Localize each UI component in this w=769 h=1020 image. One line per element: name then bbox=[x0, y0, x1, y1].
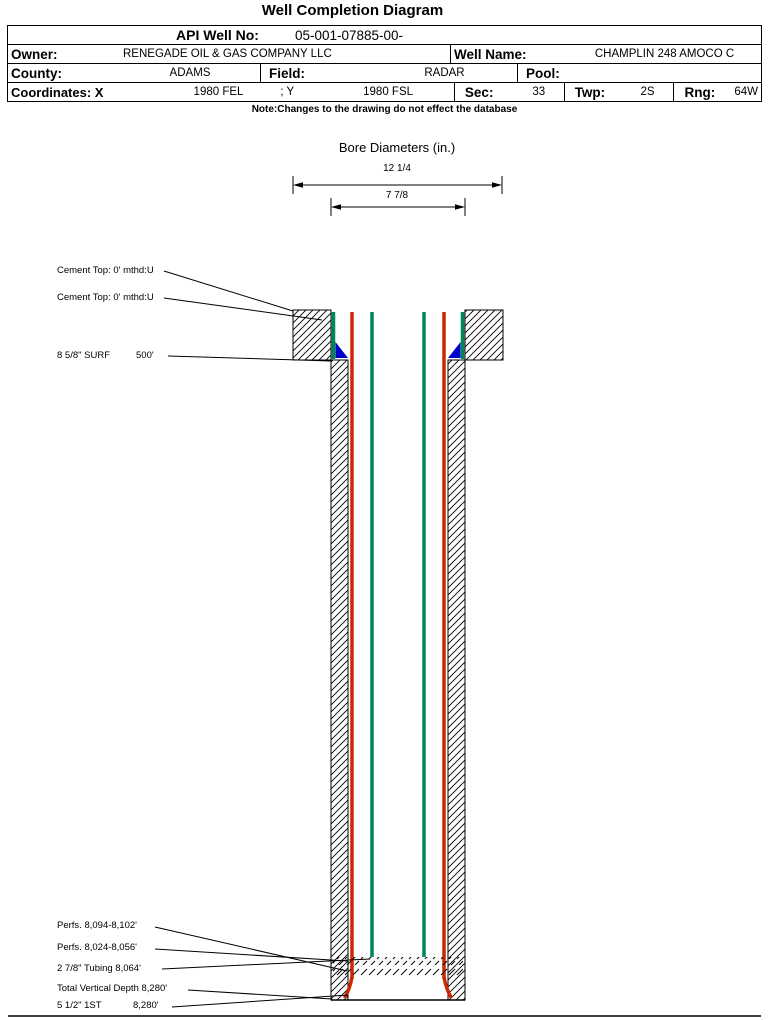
dimension-inner-bore bbox=[330, 198, 466, 216]
database-note: Note:Changes to the drawing do not effec… bbox=[251, 104, 518, 115]
coord-x-value-cell: 1980 FEL bbox=[160, 83, 278, 101]
bore-diameters-title: Bore Diameters (in.) bbox=[338, 140, 456, 155]
field-label-cell: Field: bbox=[260, 64, 372, 82]
label-perfs-2: Perfs. 8,024-8,056' bbox=[57, 942, 137, 953]
county-label-cell: County: bbox=[8, 64, 120, 82]
coordinates-label: Coordinates: X bbox=[11, 84, 104, 100]
coordinates-label-cell: Coordinates: X bbox=[8, 83, 160, 101]
label-tvd: Total Vertical Depth 8,280' bbox=[57, 983, 168, 994]
dim-label-inner: 7 7/8 bbox=[385, 190, 409, 201]
pool-value-cell bbox=[612, 64, 761, 82]
twp-label-cell: Twp: bbox=[563, 83, 622, 101]
coord-x-value: 1980 FEL bbox=[193, 86, 244, 98]
rng-value-cell: 64W bbox=[731, 83, 761, 101]
coord-y-value: 1980 FSL bbox=[363, 86, 414, 98]
sec-label-cell: Sec: bbox=[453, 83, 514, 101]
perf-band-upper bbox=[333, 957, 463, 965]
casing-shoe-left bbox=[342, 976, 354, 999]
label-perfs-1: Perfs. 8,094-8,102' bbox=[57, 920, 137, 931]
label-casing-1st-depth: 8,280' bbox=[133, 1000, 159, 1011]
coord-y-label: ; Y bbox=[280, 86, 295, 98]
label-tubing: 2 7/8" Tubing 8,064' bbox=[57, 963, 141, 974]
county-value-cell: ADAMS bbox=[120, 64, 260, 82]
coordinates-row: Coordinates: X 1980 FEL ; Y 1980 FSL Sec… bbox=[8, 82, 761, 101]
production-bore-wall-right bbox=[447, 359, 466, 1001]
dim-label-outer: 12 1/4 bbox=[383, 163, 411, 174]
pool-label: Pool: bbox=[526, 65, 560, 81]
borehole-walls bbox=[292, 309, 504, 1001]
pool-label-cell: Pool: bbox=[517, 64, 612, 82]
well-name-value: CHAMPLIN 248 AMOCO C bbox=[594, 48, 735, 60]
cement-wedge-left bbox=[335, 342, 348, 358]
perf-band-lower bbox=[333, 968, 463, 976]
well-info-table: API Well No: 05-001-07885-00- Owner: REN… bbox=[7, 25, 762, 102]
label-casing-1st: 5 1/2" 1ST bbox=[57, 1000, 102, 1011]
arrow-right-icon bbox=[492, 182, 502, 188]
leader-lines bbox=[154, 270, 371, 1008]
production-casing bbox=[342, 312, 454, 999]
casing-shoe-right bbox=[442, 976, 454, 999]
leader-perfs-2 bbox=[154, 948, 348, 962]
arrow-right-icon bbox=[455, 204, 465, 210]
owner-value-cell: RENEGADE OIL & GAS COMPANY LLC bbox=[120, 45, 450, 63]
rng-value: 64W bbox=[734, 86, 758, 98]
owner-label-cell: Owner: bbox=[8, 45, 120, 63]
sec-value: 33 bbox=[532, 86, 546, 98]
coord-y-label-cell: ; Y bbox=[277, 83, 322, 101]
sec-value-cell: 33 bbox=[514, 83, 564, 101]
twp-value-cell: 2S bbox=[622, 83, 674, 101]
api-value: 05-001-07885-00- bbox=[294, 27, 404, 43]
rng-label-cell: Rng: bbox=[673, 83, 731, 101]
leader-casing-1st bbox=[171, 994, 349, 1008]
surface-casing bbox=[331, 312, 465, 359]
tubing-string bbox=[370, 312, 426, 957]
twp-value: 2S bbox=[640, 86, 655, 98]
county-row: County: ADAMS Field: RADAR Pool: bbox=[8, 63, 761, 82]
owner-label: Owner: bbox=[11, 46, 58, 62]
coord-y-value-cell: 1980 FSL bbox=[322, 83, 454, 101]
surface-bore-wall-right bbox=[464, 309, 504, 361]
surface-bore-wall-left bbox=[292, 309, 332, 361]
owner-value: RENEGADE OIL & GAS COMPANY LLC bbox=[123, 48, 332, 60]
owner-row: Owner: RENEGADE OIL & GAS COMPANY LLC We… bbox=[8, 44, 761, 63]
production-bore-wall-left bbox=[330, 359, 349, 1001]
twp-label: Twp: bbox=[574, 84, 606, 100]
rng-label: Rng: bbox=[684, 84, 716, 100]
api-label-cell: API Well No: bbox=[173, 26, 262, 44]
field-value: RADAR bbox=[424, 67, 465, 79]
label-cement-top-1: Cement Top: 0' mthd:U bbox=[57, 265, 154, 276]
perforation-zone bbox=[333, 957, 463, 976]
leader-cement-top-1 bbox=[163, 270, 294, 312]
county-label: County: bbox=[11, 65, 62, 81]
label-cement-top-2: Cement Top: 0' mthd:U bbox=[57, 292, 154, 303]
label-surf-casing: 8 5/8" SURF bbox=[57, 350, 111, 361]
leader-surf-casing bbox=[167, 355, 332, 362]
arrow-left-icon bbox=[293, 182, 303, 188]
county-value: ADAMS bbox=[169, 67, 211, 79]
sec-label: Sec: bbox=[464, 84, 494, 100]
api-label: API Well No: bbox=[176, 27, 259, 43]
label-surf-depth: 500' bbox=[136, 350, 154, 361]
dimension-outer-bore bbox=[292, 176, 503, 194]
well-name-value-cell: CHAMPLIN 248 AMOCO C bbox=[568, 45, 761, 63]
well-name-label-cell: Well Name: bbox=[450, 45, 568, 63]
page-title: Well Completion Diagram bbox=[261, 2, 444, 19]
arrow-left-icon bbox=[331, 204, 341, 210]
leader-tubing bbox=[161, 958, 371, 970]
field-value-cell: RADAR bbox=[372, 64, 517, 82]
cement-wedge-right bbox=[448, 342, 461, 358]
api-row: API Well No: 05-001-07885-00- bbox=[8, 26, 761, 44]
well-name-label: Well Name: bbox=[454, 46, 527, 62]
api-value-cell: 05-001-07885-00- bbox=[292, 26, 406, 44]
leader-perfs-1 bbox=[154, 926, 348, 972]
leader-cement-top-2 bbox=[163, 297, 323, 321]
field-label: Field: bbox=[269, 65, 305, 81]
